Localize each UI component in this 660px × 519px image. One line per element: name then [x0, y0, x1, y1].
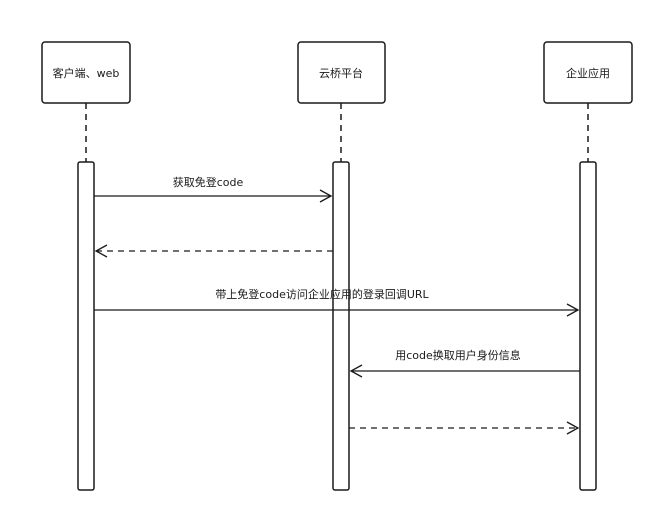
activation-bar-bridge: [332, 161, 350, 491]
participant-label-bridge: 云桥平台: [319, 66, 363, 80]
participant-client: 客户端、web: [41, 41, 131, 491]
message-label-callback-url: 带上免登code访问企业应用的登录回调URL: [215, 287, 429, 301]
message-exchange-identity: 用code换取用户身份信息: [349, 348, 580, 378]
participant-label-enterprise: 企业应用: [566, 66, 610, 80]
activation-bar-client: [77, 161, 95, 491]
participant-box-enterprise: [543, 41, 633, 104]
activation-bar-enterprise: [579, 161, 597, 491]
message-label-exchange-identity: 用code换取用户身份信息: [395, 348, 521, 362]
participant-enterprise: 企业应用: [543, 41, 633, 491]
message-callback-url: 带上免登code访问企业应用的登录回调URL: [94, 287, 580, 317]
participant-box-client: [41, 41, 131, 104]
message-get-code: 获取免登code: [94, 175, 333, 203]
participant-box-bridge: [297, 41, 386, 104]
participant-label-client: 客户端、web: [53, 66, 120, 80]
participant-bridge: 云桥平台: [297, 41, 386, 491]
message-label-get-code: 获取免登code: [173, 175, 244, 189]
